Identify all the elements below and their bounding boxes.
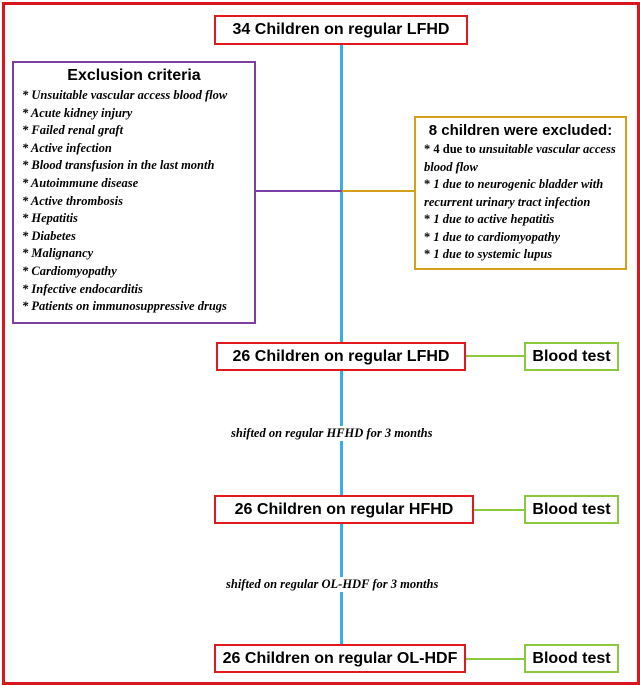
box-olhdf-cohort-label: 26 Children on regular OL-HDF — [222, 649, 458, 667]
box-hfhd-cohort-label: 26 Children on regular HFHD — [234, 500, 454, 518]
blood-test-box-3: Blood test — [524, 644, 619, 673]
box-lfhd-cohort: 26 Children on regular LFHD — [216, 342, 466, 371]
excluded-item: * 4 due to unsuitable vascular access bl… — [424, 142, 616, 174]
criteria-item: * Cardiomyopathy — [22, 263, 117, 278]
excluded-item: * 1 due to neurogenic bladder with recur… — [424, 177, 604, 209]
excluded-item: * 1 due to systemic lupus — [424, 247, 553, 261]
connector-excluded — [342, 190, 416, 192]
connector-criteria — [254, 190, 342, 192]
blood-test-box-1: Blood test — [524, 342, 619, 371]
transition-note-hfhd: shifted on regular HFHD for 3 months — [229, 426, 435, 441]
box-lfhd-cohort-label: 26 Children on regular LFHD — [232, 347, 450, 365]
blood-test-label: Blood test — [532, 347, 611, 365]
blood-test-label: Blood test — [532, 500, 611, 518]
criteria-item: * Unsuitable vascular access blood flow — [22, 88, 228, 102]
criteria-item: * Infective endocarditis — [22, 281, 143, 296]
criteria-item: * Active thrombosis — [22, 193, 123, 208]
transition-note-olhdf: shifted on regular OL-HDF for 3 months — [224, 577, 441, 592]
box-initial-cohort: 34 Children on regular LFHD — [214, 15, 468, 45]
criteria-item: * Active infection — [22, 140, 112, 155]
exclusion-criteria-box: Exclusion criteria * Unsuitable vascular… — [12, 61, 256, 324]
criteria-item: * Malignancy — [22, 246, 94, 261]
criteria-item: * Hepatitis — [22, 211, 78, 226]
criteria-item: * Blood transfusion in the last month — [22, 158, 215, 173]
criteria-item: * Diabetes — [22, 228, 76, 243]
criteria-item: * Patients on immunosuppressive drugs — [22, 299, 227, 314]
blood-test-box-2: Blood test — [524, 495, 619, 524]
excluded-children-box: 8 children were excluded: * 4 due to uns… — [414, 116, 627, 270]
excluded-title: 8 children were excluded: — [428, 122, 613, 139]
box-initial-cohort-label: 34 Children on regular LFHD — [232, 21, 450, 38]
exclusion-criteria-title: Exclusion criteria — [67, 67, 201, 84]
connector-blood-test-1 — [466, 355, 525, 357]
excluded-item: * 1 due to active hepatitis — [424, 212, 555, 226]
box-hfhd-cohort: 26 Children on regular HFHD — [214, 495, 474, 524]
connector-blood-test-2 — [474, 509, 525, 511]
criteria-item: * Acute kidney injury — [22, 105, 133, 120]
criteria-item: * Failed renal graft — [22, 123, 124, 138]
criteria-item: * Autoimmune disease — [22, 175, 139, 190]
excluded-item: * 1 due to cardiomyopathy — [424, 229, 561, 244]
box-olhdf-cohort: 26 Children on regular OL-HDF — [214, 644, 466, 673]
blood-test-label: Blood test — [532, 649, 611, 667]
connector-blood-test-3 — [466, 658, 525, 660]
